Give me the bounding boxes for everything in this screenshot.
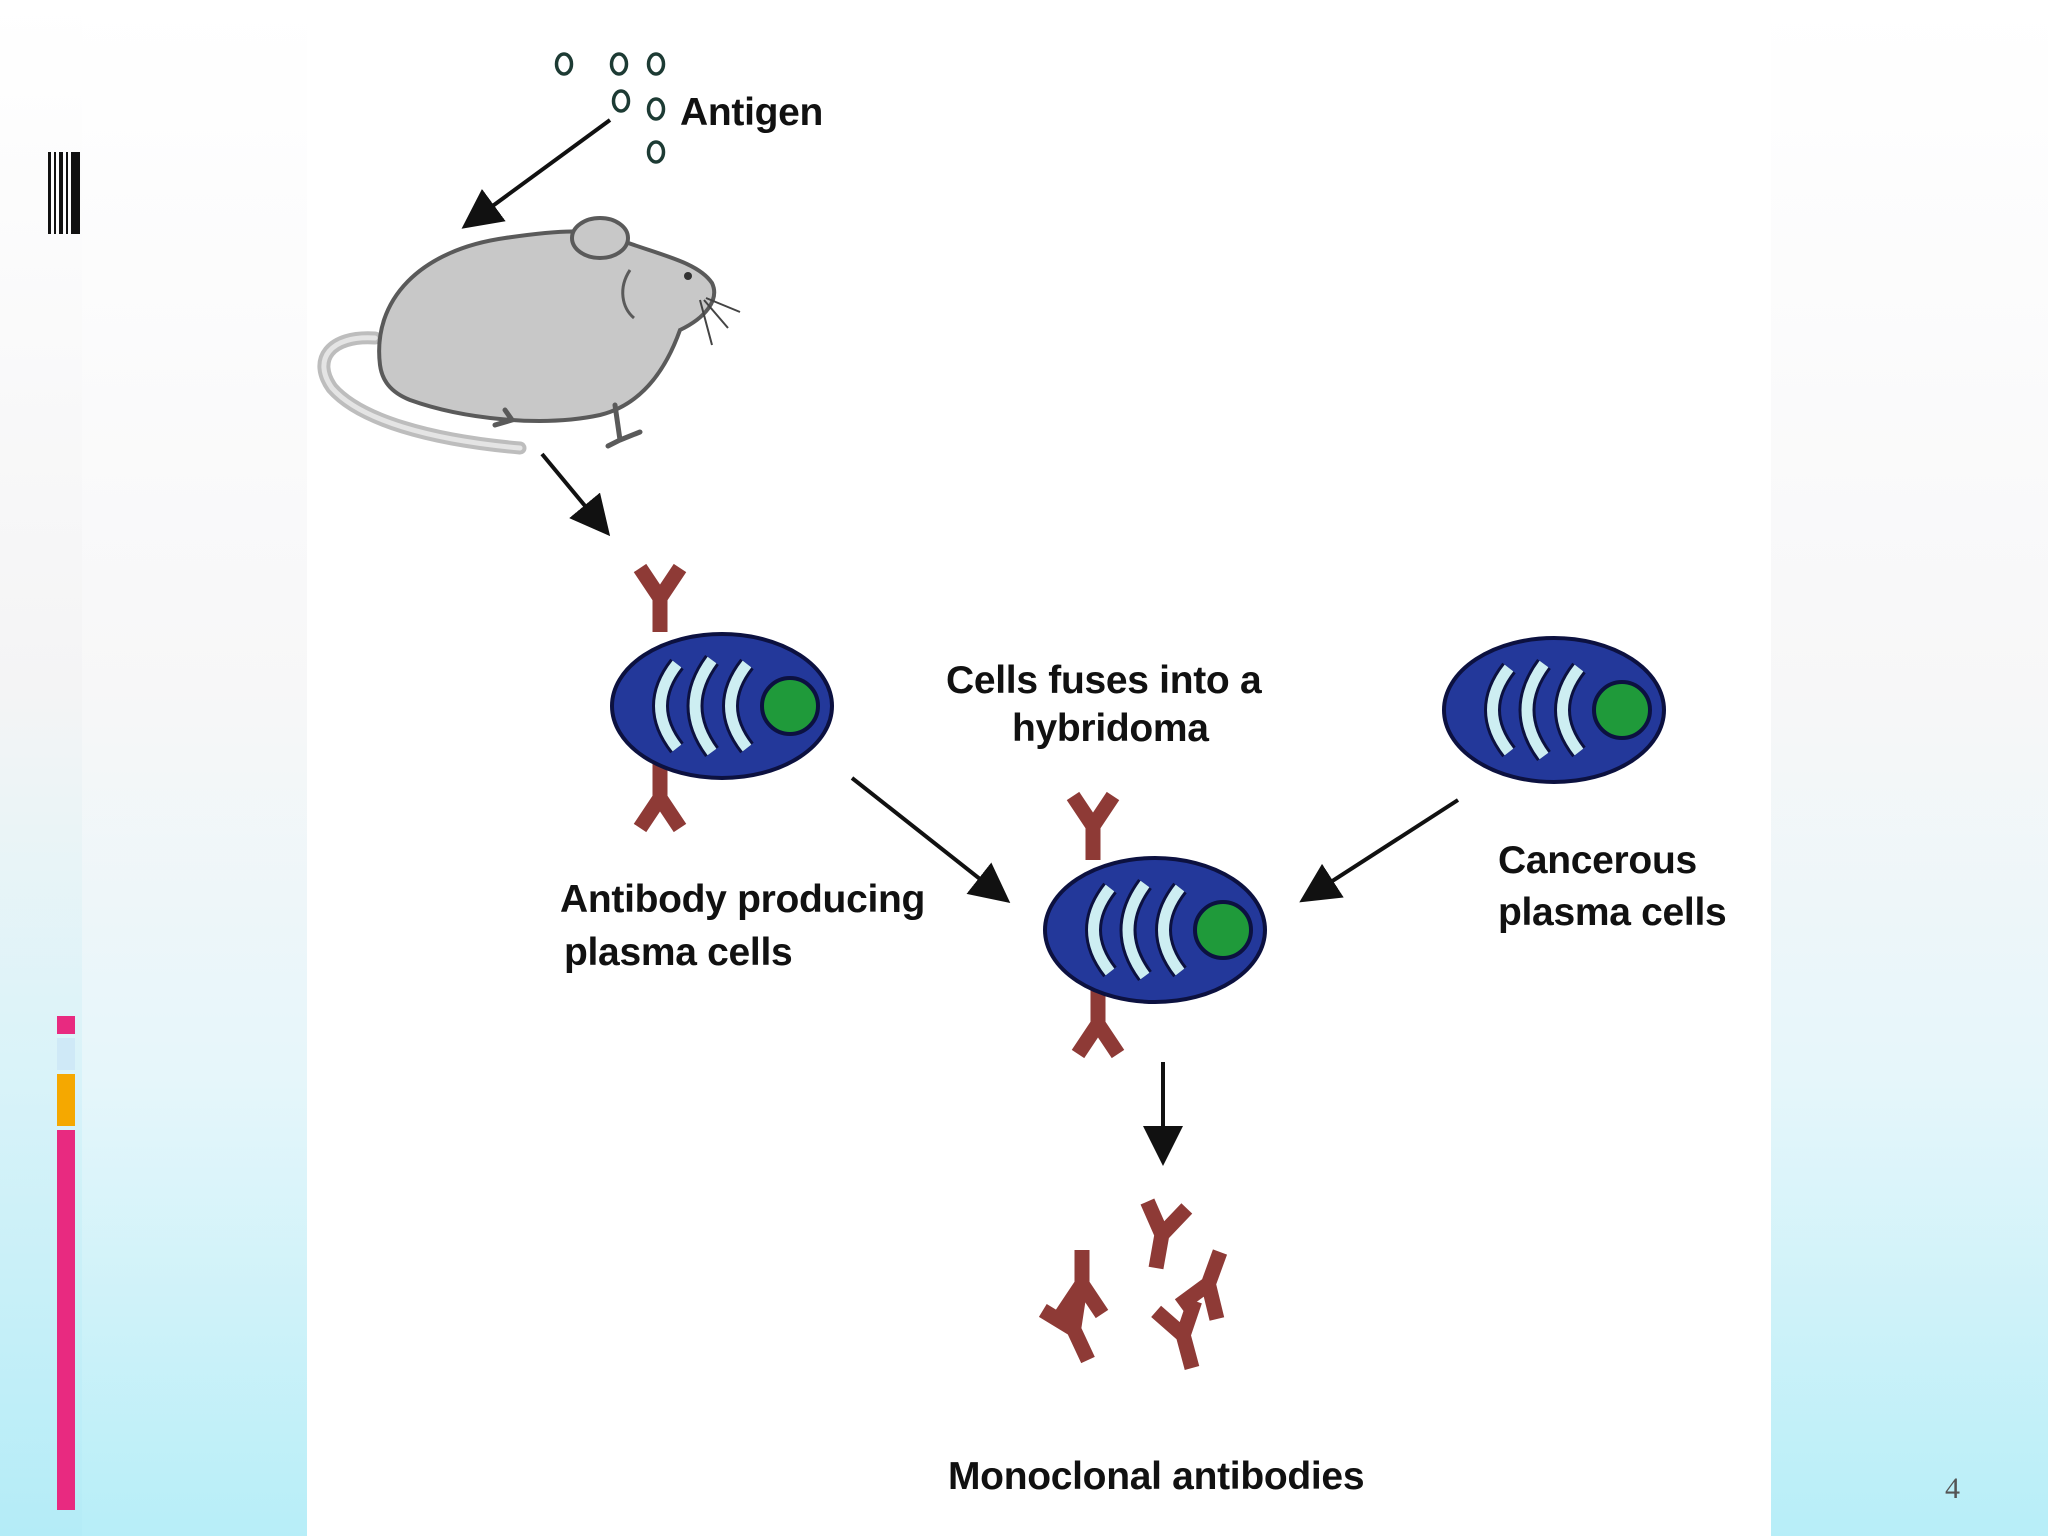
antigen-dot <box>609 52 629 76</box>
antibody-icon <box>1136 1201 1187 1271</box>
antigen-dot <box>646 52 666 76</box>
hybridoma-cell <box>1045 796 1265 1054</box>
plasma-cell-label-line1: Antibody producing <box>560 878 926 921</box>
mouse-icon <box>317 216 741 455</box>
antibody-icon <box>1073 796 1113 860</box>
antibody-icon <box>1078 990 1118 1054</box>
arrow-mouse-to-plasma-cell <box>540 452 611 537</box>
antibody-icon <box>640 764 680 828</box>
hybridoma-label-line1: Cells fuses into a <box>946 659 1262 702</box>
antibody-producing-plasma-cell <box>612 568 832 828</box>
antigen-dot <box>554 52 574 76</box>
monoclonal-antibodies-label: Monoclonal antibodies <box>948 1455 1365 1498</box>
monoclonal-antibodies-cluster <box>1043 1201 1239 1373</box>
cancerous-cell-label-line2: plasma cells <box>1498 891 1727 934</box>
antigen-dots <box>554 52 666 164</box>
cancerous-plasma-cell <box>1444 638 1664 782</box>
slide-color-accent-bars <box>57 1016 75 1510</box>
antigen-dot <box>646 97 666 121</box>
slide-barcode-accent <box>48 152 80 234</box>
arrow-antigen-to-mouse <box>461 118 612 229</box>
arrow-cancer-to-hybridoma <box>1299 798 1460 903</box>
page-number: 4 <box>1945 1472 1960 1505</box>
arrow-plasma-to-hybridoma <box>850 776 1011 903</box>
hybridoma-label-line2: hybridoma <box>1012 707 1209 750</box>
antibody-icon <box>1156 1301 1211 1373</box>
cancerous-cell-label-line1: Cancerous <box>1498 839 1697 882</box>
antigen-dot <box>611 89 631 113</box>
plasma-cell-label-line2: plasma cells <box>564 931 793 974</box>
antibody-icon <box>640 568 680 632</box>
antigen-dot <box>646 140 666 164</box>
antigen-label: Antigen <box>680 91 824 134</box>
